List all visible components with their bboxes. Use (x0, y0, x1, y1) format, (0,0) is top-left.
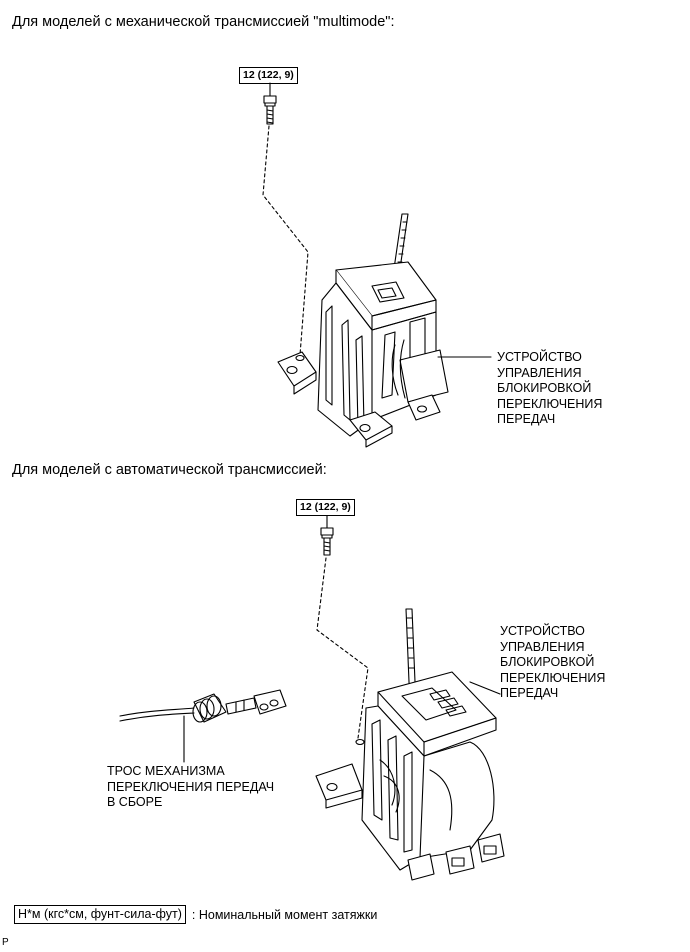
section2-torque-box: 12 (122, 9) (296, 499, 355, 516)
section2-cable-label: ТРОС МЕХАНИЗМА ПЕРЕКЛЮЧЕНИЯ ПЕРЕДАЧ В СБ… (107, 764, 274, 811)
section2-cable-label-line: В СБОРЕ (107, 795, 163, 809)
section2-shift-lock-assembly-icon (315, 608, 505, 881)
section2-part-label: УСТРОЙСТВО УПРАВЛЕНИЯ БЛОКИРОВКОЙ ПЕРЕКЛ… (500, 624, 605, 702)
section1-bolt-icon (263, 82, 277, 125)
section1-part-label-line: БЛОКИРОВКОЙ (497, 381, 592, 395)
section2-dashed-leader (316, 557, 369, 739)
section1-heading: Для моделей с механической трансмиссией … (12, 14, 395, 30)
section2-shift-cable-icon (119, 689, 287, 723)
section2-bolt-icon (320, 515, 334, 556)
section1-part-label-line: ПЕРЕКЛЮЧЕНИЯ (497, 396, 603, 411)
section1-part-label: УСТРОЙСТВО УПРАВЛЕНИЯ БЛОКИРОВКОЙ ПЕРЕКЛ… (497, 350, 602, 428)
section2-cable-label-line: ПЕРЕКЛЮЧЕНИЯ ПЕРЕДАЧ (107, 779, 275, 794)
section2-part-label-line: ПЕРЕКЛЮЧЕНИЯ (500, 670, 606, 685)
section1-part-label-line: УСТРОЙСТВО (497, 350, 582, 364)
section1-shift-lock-assembly-icon (277, 213, 449, 448)
legend-text: : Номинальный момент затяжки (191, 907, 378, 922)
section2-heading: Для моделей с автоматической трансмиссие… (12, 462, 327, 478)
section1-part-label-line: ПЕРЕДАЧ (497, 412, 556, 426)
section2-part-leader (469, 681, 501, 695)
section2-part-label-line: УПРАВЛЕНИЯ (500, 639, 585, 654)
section1-dashed-leader (262, 125, 309, 356)
section1-part-label-line: УПРАВЛЕНИЯ (497, 365, 582, 380)
section2-part-label-line: БЛОКИРОВКОЙ (500, 655, 595, 669)
section2-part-label-line: УСТРОЙСТВО (500, 624, 585, 638)
section2-cable-label-line: ТРОС МЕХАНИЗМА (107, 764, 225, 778)
torque-legend: Н*м (кгс*см, фунт-сила-фут) : Номинальны… (14, 905, 377, 924)
section1-torque-box: 12 (122, 9) (239, 67, 298, 84)
section2-part-label-line: ПЕРЕДАЧ (500, 686, 559, 700)
page-mark: P (2, 937, 9, 948)
legend-units-box: Н*м (кгс*см, фунт-сила-фут) (14, 905, 186, 924)
